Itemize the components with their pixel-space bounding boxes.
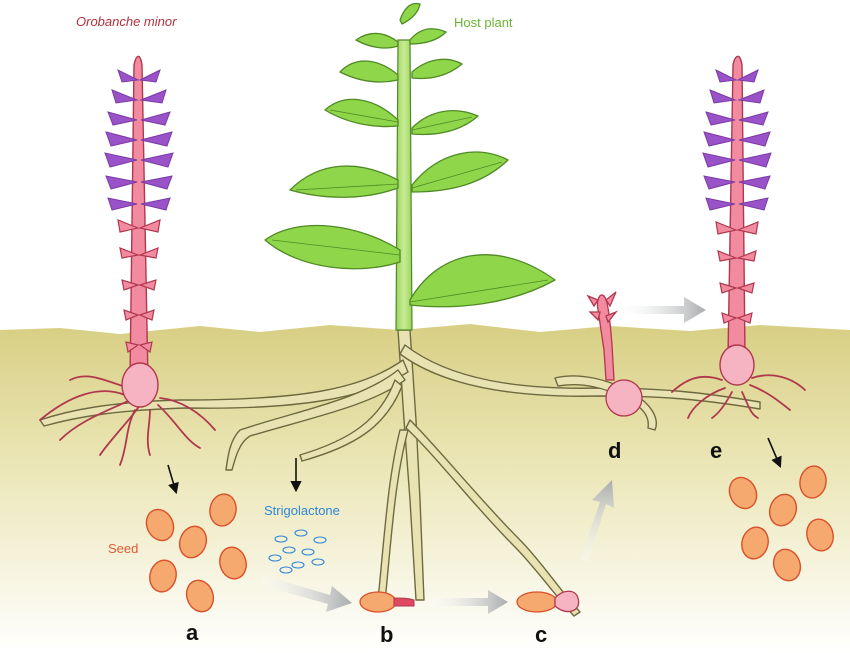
stage-label-c: c	[535, 622, 548, 647]
seeds-left	[145, 493, 247, 613]
parasite-label: Orobanche minor	[76, 14, 177, 29]
seeds-right	[728, 465, 834, 582]
black-arrows	[167, 437, 782, 495]
stage-b-seedling	[359, 591, 415, 613]
strigolactone-particles	[268, 529, 327, 574]
strigolactone-label: Strigolactone	[264, 503, 340, 518]
host-leaves	[264, 2, 556, 308]
progression-arrows	[260, 297, 706, 614]
host-leaf-veins	[271, 109, 549, 303]
parasite-roots-right	[671, 374, 806, 419]
stage-c-seedling	[516, 590, 580, 613]
stage-label-d: d	[608, 438, 622, 463]
stage-d-shoot	[586, 291, 643, 417]
seed-label: Seed	[108, 541, 139, 556]
orobanche-plant-right	[702, 55, 772, 386]
stage-label-b: b	[380, 622, 394, 647]
orobanche-plant-left	[104, 55, 174, 408]
stage-label-a: a	[186, 620, 199, 645]
stage-label-e: e	[710, 438, 723, 463]
host-plant-label: Host plant	[454, 15, 513, 30]
